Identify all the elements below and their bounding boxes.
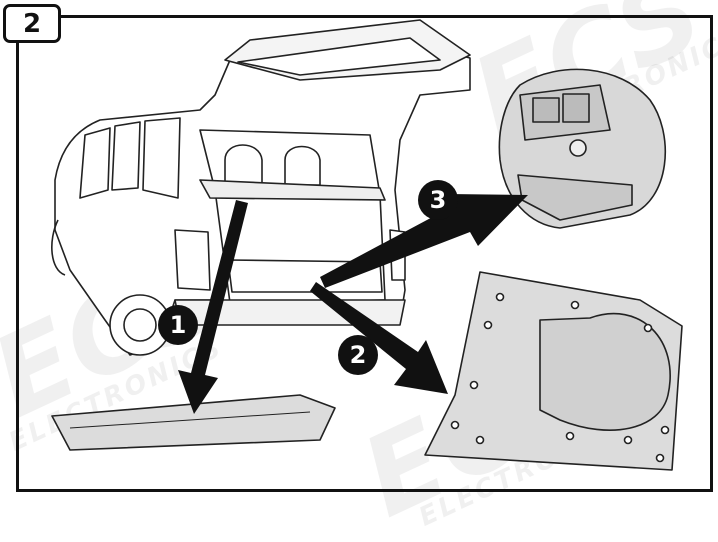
callout-2-label: 2 bbox=[349, 341, 367, 369]
floor-panel-icon bbox=[424, 271, 683, 471]
trim-panel-icon bbox=[51, 394, 336, 451]
step-number: 2 bbox=[22, 8, 42, 39]
callout-1: 1 bbox=[158, 305, 198, 345]
callout-3: 3 bbox=[418, 180, 458, 220]
callout-1-label: 1 bbox=[169, 311, 187, 339]
spare-wheel-insert-icon bbox=[498, 68, 667, 229]
installation-illustration bbox=[51, 19, 683, 471]
car-icon bbox=[51, 19, 471, 356]
callout-2: 2 bbox=[338, 335, 378, 375]
callout-3-label: 3 bbox=[429, 186, 447, 214]
arrow-icon bbox=[178, 194, 528, 414]
illustration-frame bbox=[16, 15, 713, 492]
step-number-badge: 2 bbox=[3, 4, 61, 43]
